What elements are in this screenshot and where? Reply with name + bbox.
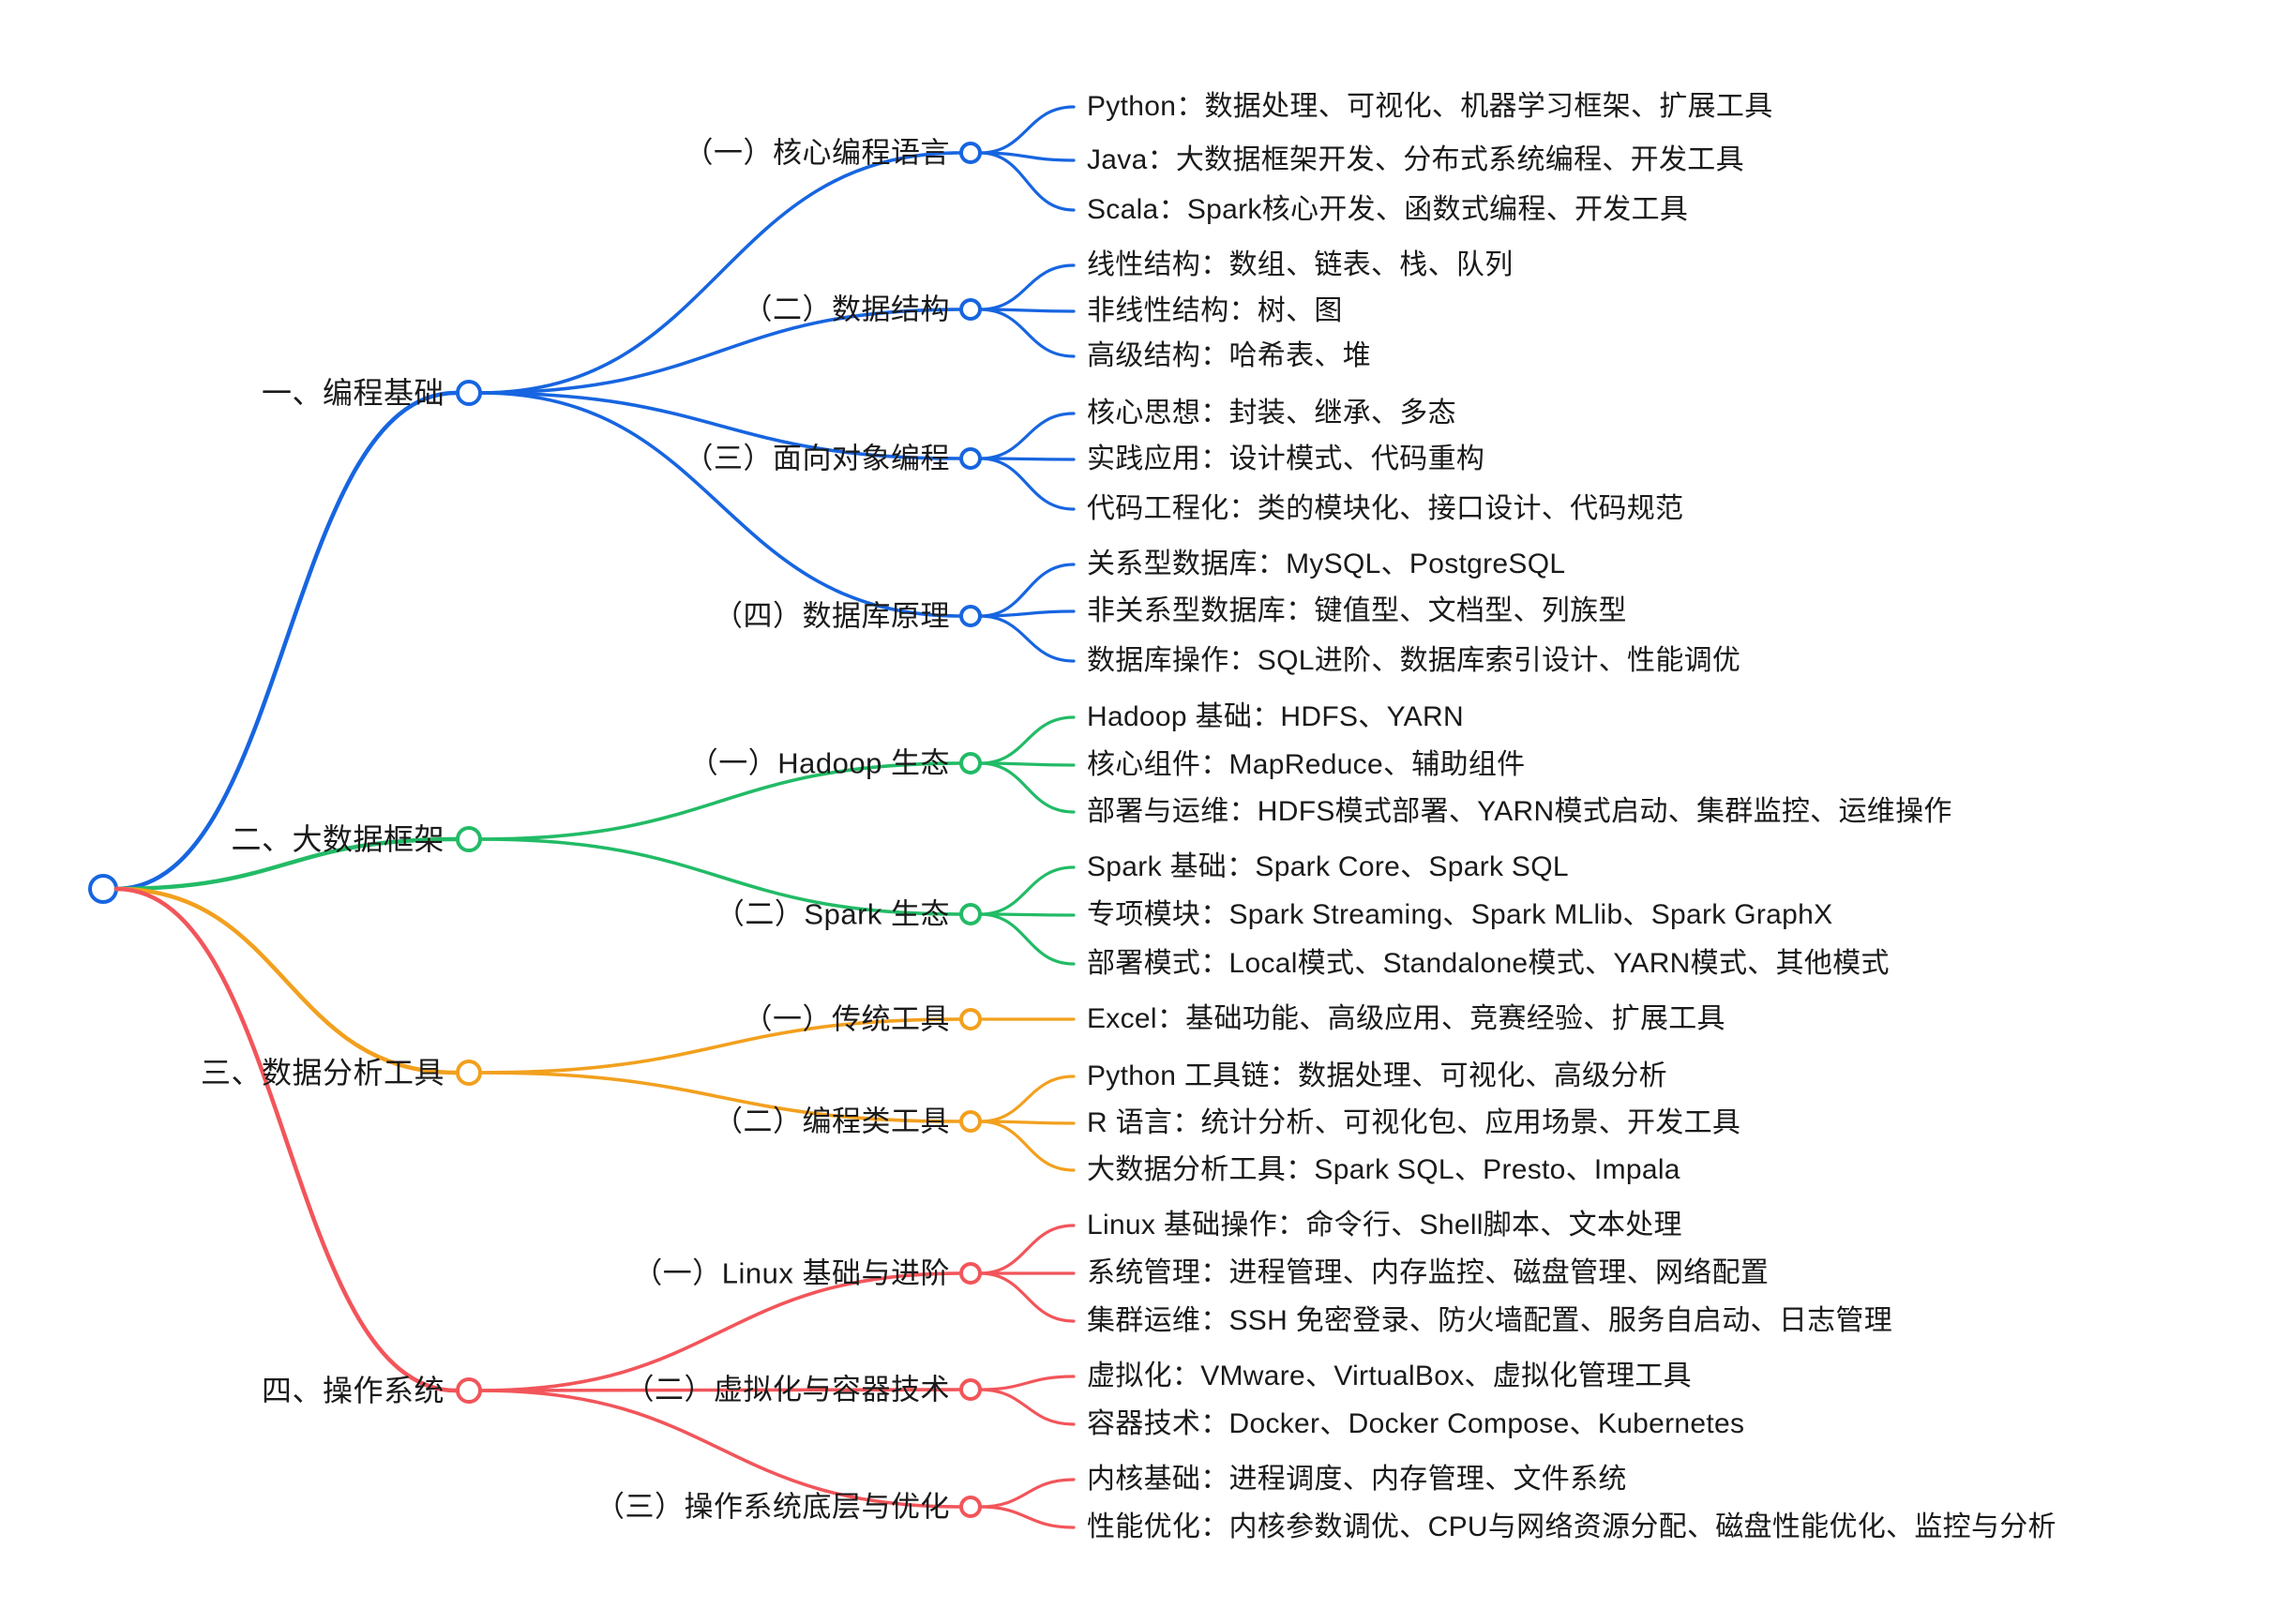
branch-label-level2: （二）虚拟化与容器技术 [625, 1373, 950, 1406]
leaf-label: 大数据分析工具：Spark SQL、Presto、Impala [1087, 1154, 1680, 1185]
mindmap-link [978, 1388, 1076, 1426]
mindmap-link [478, 1388, 962, 1392]
branch-label-level1: 四、操作系统 [261, 1374, 444, 1407]
branch-label-level2: （三）面向对象编程 [684, 442, 950, 475]
mindmap-link [478, 1071, 962, 1123]
mindmap-link [978, 1075, 1076, 1123]
branch-label-level2: （三）操作系统底层与优化 [595, 1490, 950, 1524]
leaf-label: Python：数据处理、可视化、机器学习框架、扩展工具 [1087, 91, 1773, 122]
branch-label-level1: 二、大数据框架 [231, 822, 444, 856]
leaf-label: Java：大数据框架开发、分布式系统编程、开发工具 [1087, 144, 1744, 175]
branch-label-level1: 一、编程基础 [261, 376, 444, 410]
leaf-label: R 语言：统计分析、可视化包、应用场景、开发工具 [1087, 1107, 1741, 1138]
branch-label-level1: 三、数据分析工具 [200, 1056, 444, 1090]
mindmap-link [478, 1017, 962, 1075]
leaf-label: 代码工程化：类的模块化、接口设计、代码规范 [1087, 493, 1684, 524]
leaf-label: 数据库操作：SQL进阶、数据库索引设计、性能调优 [1087, 645, 1741, 676]
mindmap-node-level1[interactable] [456, 826, 482, 852]
leaf-label: 容器技术：Docker、Docker Compose、Kubernetes [1087, 1408, 1745, 1439]
mindmap-link [978, 308, 1076, 358]
mindmap-link [978, 609, 1076, 618]
mindmap-link [978, 912, 1076, 966]
mindmap-link [978, 715, 1076, 765]
leaf-label: 实践应用：设计模式、代码重构 [1087, 444, 1485, 474]
leaf-label: 集群运维：SSH 免密登录、防火墙配置、服务自启动、日志管理 [1087, 1305, 1893, 1336]
mindmap-link [978, 105, 1076, 155]
leaf-label: 性能优化：内核参数调优、CPU与网络资源分配、磁盘性能优化、监控与分析 [1087, 1511, 2056, 1542]
leaf-label: 非线性结构：树、图 [1087, 295, 1343, 326]
leaf-label: 高级结构：哈希表、堆 [1087, 340, 1371, 371]
leaf-label: Scala：Spark核心开发、函数式编程、开发工具 [1087, 194, 1689, 225]
mindmap-node-level2[interactable] [959, 1496, 982, 1518]
mindmap-link [478, 151, 962, 395]
mindmap-link [978, 563, 1076, 618]
leaf-label: 线性结构：数组、链表、栈、队列 [1087, 249, 1514, 280]
mindmap-link [113, 836, 459, 892]
mindmap-link [113, 886, 459, 1075]
leaf-label: 内核基础：进程调度、内存管理、文件系统 [1087, 1464, 1627, 1495]
mindmap-link [978, 1224, 1076, 1275]
branch-label-level2: （二）编程类工具 [714, 1105, 950, 1138]
mindmap-link [978, 761, 1076, 814]
leaf-label: Spark 基础：Spark Core、Spark SQL [1087, 851, 1569, 882]
mindmap-node-level2[interactable] [959, 1378, 982, 1401]
mindmap-node-level2[interactable] [959, 903, 982, 925]
mindmap-link [978, 1478, 1076, 1509]
mindmap-node-level2[interactable] [959, 1110, 982, 1133]
branch-label-level2: （二）数据结构 [743, 293, 950, 326]
mindmap-node-level1[interactable] [456, 380, 482, 406]
mindmap-link [478, 1271, 962, 1392]
mindmap-link [478, 391, 962, 618]
branch-label-level2: （一）Hadoop 生态 [688, 746, 950, 780]
leaf-label: 系统管理：进程管理、内存监控、磁盘管理、网络配置 [1087, 1257, 1770, 1288]
leaf-label: 核心思想：封装、继承、多态 [1087, 398, 1456, 429]
mindmap-link [978, 412, 1076, 460]
leaf-label: Hadoop 基础：HDFS、YARN [1087, 701, 1464, 732]
mindmap-link [478, 837, 962, 916]
mindmap-node-level2[interactable] [959, 447, 982, 470]
mindmap-link [113, 886, 459, 1393]
mindmap-link [478, 391, 962, 460]
branch-label-level2: （四）数据库原理 [714, 599, 950, 633]
mindmap-link [978, 865, 1076, 916]
leaf-label: Python 工具链：数据处理、可视化、高级分析 [1087, 1060, 1667, 1091]
mindmap-node-level1[interactable] [456, 1377, 482, 1404]
leaf-label: Linux 基础操作：命令行、Shell脚本、文本处理 [1087, 1210, 1682, 1241]
leaf-label: 核心组件：MapReduce、辅助组件 [1087, 749, 1526, 780]
leaf-label: 专项模块：Spark Streaming、Spark MLlib、Spark G… [1087, 899, 1833, 930]
branch-label-level2: （一）传统工具 [743, 1002, 950, 1036]
mindmap-link [978, 263, 1076, 311]
mindmap-link [978, 1375, 1076, 1391]
mindmap-link [978, 151, 1076, 212]
leaf-label: 关系型数据库：MySQL、PostgreSQL [1087, 549, 1566, 579]
branch-label-level2: （二）Spark 生态 [715, 897, 950, 931]
mindmap-link [478, 1389, 962, 1509]
leaf-label: 虚拟化：VMware、VirtualBox、虚拟化管理工具 [1087, 1361, 1692, 1391]
leaf-label: 非关系型数据库：键值型、文档型、列族型 [1087, 595, 1627, 626]
leaf-label: 部署与运维：HDFS模式部署、YARN模式启动、集群监控、运维操作 [1087, 796, 1952, 827]
mindmap-node-level2[interactable] [959, 298, 982, 321]
mindmap-link [478, 308, 962, 395]
mindmap-node-level2[interactable] [959, 605, 982, 627]
mindmap-link [978, 614, 1076, 663]
leaf-label: Excel：基础功能、高级应用、竞赛经验、扩展工具 [1087, 1003, 1725, 1034]
mindmap-link [978, 1120, 1076, 1172]
branch-label-level2: （一）核心编程语言 [684, 136, 950, 170]
leaf-label: 部署模式：Local模式、Standalone模式、YARN模式、其他模式 [1087, 948, 1890, 979]
mindmap-link [978, 1271, 1076, 1323]
mindmap-link [113, 390, 459, 892]
mindmap-node-level1[interactable] [456, 1060, 482, 1086]
mindmap-link [978, 1505, 1076, 1529]
mindmap-node-level2[interactable] [959, 142, 982, 164]
mindmap-link [978, 457, 1076, 511]
mindmap-root-node[interactable] [88, 874, 118, 904]
mindmap-node-level2[interactable] [959, 1262, 982, 1285]
mindmap-node-level2[interactable] [959, 752, 982, 774]
mindmap-link [478, 761, 962, 841]
branch-label-level2: （一）Linux 基础与进阶 [633, 1256, 950, 1290]
mindmap-node-level2[interactable] [959, 1008, 982, 1030]
